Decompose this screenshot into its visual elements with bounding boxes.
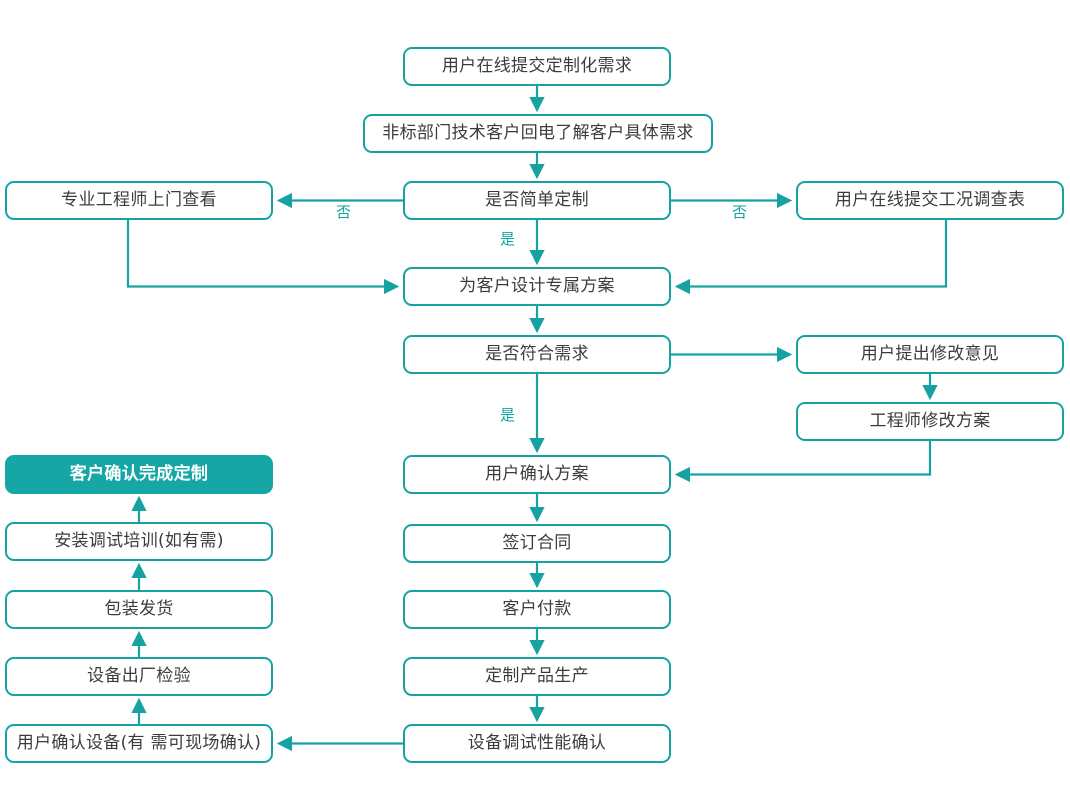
node-install-debug-training[interactable]: 安装调试培训(如有需) xyxy=(5,522,273,561)
node-custom-product-production[interactable]: 定制产品生产 xyxy=(403,657,671,696)
edge-label-yes-simple: 是 xyxy=(500,230,516,248)
node-tech-callback[interactable]: 非标部门技术客户回电了解客户具体需求 xyxy=(363,114,713,153)
node-user-revision-feedback[interactable]: 用户提出修改意见 xyxy=(796,335,1064,374)
node-factory-inspection[interactable]: 设备出厂检验 xyxy=(5,657,273,696)
node-customer-confirm-complete[interactable]: 客户确认完成定制 xyxy=(5,455,273,494)
edge-n5-n6 xyxy=(674,220,948,295)
node-equipment-performance-confirm[interactable]: 设备调试性能确认 xyxy=(403,724,671,763)
node-submit-condition-survey[interactable]: 用户在线提交工况调查表 xyxy=(796,181,1064,220)
node-engineer-onsite-visit[interactable]: 专业工程师上门查看 xyxy=(5,181,273,220)
edge-n9-n10 xyxy=(674,441,932,483)
edge-label-no-left: 否 xyxy=(336,203,352,221)
edge-n4-n6 xyxy=(126,220,400,295)
node-submit-custom-request[interactable]: 用户在线提交定制化需求 xyxy=(403,47,671,86)
node-package-shipment[interactable]: 包装发货 xyxy=(5,590,273,629)
node-engineer-revise-plan[interactable]: 工程师修改方案 xyxy=(796,402,1064,441)
node-sign-contract[interactable]: 签订合同 xyxy=(403,524,671,563)
edge-label-no-right: 否 xyxy=(732,203,748,221)
node-user-confirm-plan[interactable]: 用户确认方案 xyxy=(403,455,671,494)
node-customer-payment[interactable]: 客户付款 xyxy=(403,590,671,629)
edge-label-yes-meets: 是 xyxy=(500,406,516,424)
node-design-exclusive-plan[interactable]: 为客户设计专属方案 xyxy=(403,267,671,306)
node-decision-meets-requirement[interactable]: 是否符合需求 xyxy=(403,335,671,374)
node-decision-simple-custom[interactable]: 是否简单定制 xyxy=(403,181,671,220)
node-user-confirm-equipment[interactable]: 用户确认设备(有 需可现场确认) xyxy=(5,724,273,763)
